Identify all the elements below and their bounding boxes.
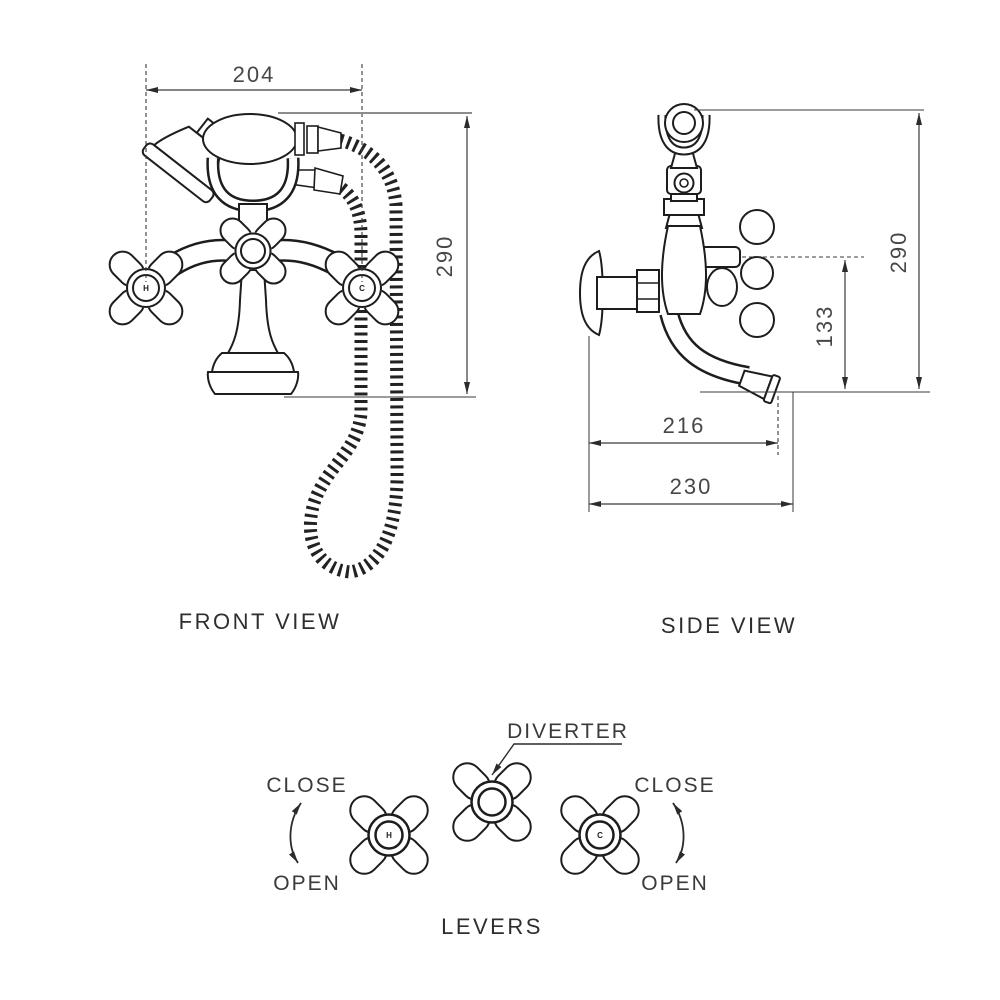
cold-lever-letter: C [597,831,603,840]
front-width-value: 204 [233,62,276,87]
diverter-lever [452,762,532,842]
front-dimension-height: 290 [278,112,476,398]
hot-lever-rotation: CLOSE OPEN [266,774,347,895]
diverter-handle-front [219,217,287,285]
cold-close-label: CLOSE [634,774,715,797]
grip-collar-1 [294,122,305,156]
cold-rotation-arrow [672,802,686,864]
inlet-pipe [596,276,640,310]
hose-cone-upper [317,125,342,152]
spout [659,310,781,405]
handshower-cradle-inner [208,157,298,211]
side-height-value: 290 [886,231,911,274]
levers-label: LEVERS [441,914,543,939]
hot-close-label: CLOSE [266,774,347,797]
hex-nut [636,269,660,313]
cold-open-label: OPEN [641,872,709,895]
side-handle [699,209,775,338]
front-dimension-width: 204 [145,62,363,282]
diverter-label: DIVERTER [507,720,629,743]
shower-hose [304,133,404,579]
hot-handle-front: H [108,250,184,326]
hose-cone-lower [313,166,344,195]
side-dimension-height: 290 [694,109,930,393]
cold-handle-front: C [324,250,400,326]
handshower-grip [202,113,298,165]
side-view-label: SIDE VIEW [661,613,797,638]
side-dimension-reach: 216 230 [588,336,794,512]
side-view: 290 133 216 230 SIDE VIEW [578,103,930,638]
front-height-value: 290 [432,235,457,278]
cold-lever-rotation: CLOSE OPEN [634,774,715,895]
depth-value: 230 [670,474,713,499]
diverter-leader-line [491,743,622,776]
base-rim [206,371,300,395]
hot-open-label: OPEN [273,872,341,895]
hot-lever: H [349,795,429,875]
side-dimension-spout-height: 133 [742,256,864,389]
cold-lever: C [560,795,640,875]
front-view-label: FRONT VIEW [179,609,342,634]
hot-rotation-arrow [288,802,302,864]
side-body [657,103,711,315]
grip-collar-2 [306,125,319,154]
spout-height-value: 133 [812,305,837,348]
base-upper [210,352,296,373]
hot-lever-letter: H [386,831,392,840]
hot-letter-front: H [143,284,149,293]
cold-letter-front: C [359,284,365,293]
front-view: H C [108,62,476,634]
spout-reach-value: 216 [663,413,706,438]
levers-diagram: H C [266,720,715,939]
diverter-callout: DIVERTER [491,720,629,776]
